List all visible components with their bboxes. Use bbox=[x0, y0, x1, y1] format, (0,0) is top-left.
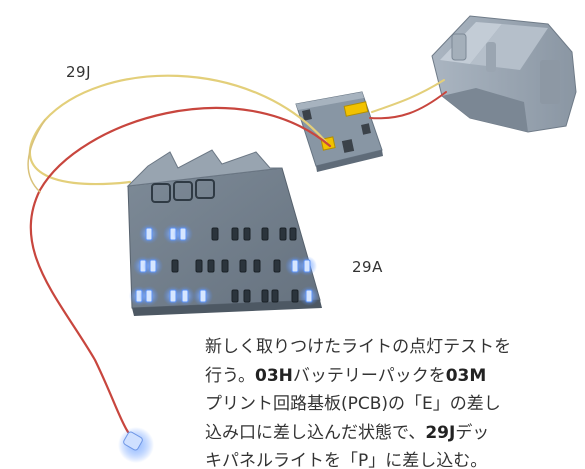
lit-led-slot bbox=[145, 227, 153, 241]
part-label-03h: 03H bbox=[254, 365, 293, 386]
test-led bbox=[118, 427, 154, 463]
lit-led-slot bbox=[145, 289, 153, 303]
lit-led-slot bbox=[199, 289, 207, 303]
led-slot bbox=[243, 289, 251, 303]
led-slot bbox=[271, 289, 279, 303]
led-slot bbox=[207, 259, 215, 273]
instruction-line-5: キパネルライトを「P」に差し込む。 bbox=[205, 451, 488, 469]
lit-led-slot bbox=[149, 259, 157, 273]
lit-led-slot bbox=[179, 227, 187, 241]
instruction-text-segment: 込み口に差し込んだ状態で、 bbox=[205, 422, 426, 443]
led-slot bbox=[291, 289, 299, 303]
battery-pack-03h bbox=[431, 15, 577, 133]
led-slot bbox=[279, 227, 287, 241]
instruction-text: 新しく取りつけたライトの点灯テストを 行う。03Hバッテリーパックを03M プリ… bbox=[205, 333, 585, 469]
instruction-line-2: 行う。03Hバッテリーパックを03M bbox=[205, 362, 585, 391]
led-slot bbox=[171, 259, 179, 273]
part-label-03m: 03M bbox=[445, 365, 487, 386]
instruction-line-1: 新しく取りつけたライトの点灯テストを bbox=[205, 337, 512, 357]
deck-panel-29a bbox=[126, 149, 322, 316]
lit-led-slot bbox=[303, 259, 311, 273]
instruction-text-segment: 行う。 bbox=[205, 365, 255, 386]
led-slot bbox=[239, 259, 247, 273]
led-slot bbox=[231, 289, 239, 303]
led-slot bbox=[211, 227, 219, 241]
lit-led-slot bbox=[305, 289, 313, 303]
led-slot bbox=[261, 289, 269, 303]
instruction-text-segment: バッテリーパックを bbox=[292, 365, 446, 386]
part-label-29j: 29J bbox=[425, 422, 456, 443]
callout-29a: 29A bbox=[352, 258, 383, 276]
led-slot bbox=[195, 259, 203, 273]
panel-led-grid bbox=[129, 224, 319, 306]
led-slot bbox=[273, 259, 281, 273]
led-slot bbox=[261, 227, 269, 241]
lit-led-slot bbox=[181, 289, 189, 303]
instruction-text-segment: デッ bbox=[455, 422, 490, 443]
instruction-line-3: プリント回路基板(PCB)の「E」の差し bbox=[205, 394, 501, 414]
led-slot bbox=[289, 227, 297, 241]
led-slot bbox=[231, 227, 239, 241]
instruction-line-4: 込み口に差し込んだ状態で、29Jデッ bbox=[205, 419, 585, 448]
led-slot bbox=[221, 259, 229, 273]
led-slot bbox=[253, 259, 261, 273]
led-slot bbox=[243, 227, 251, 241]
wire-bundle bbox=[27, 74, 447, 434]
pcb-board-03m bbox=[295, 91, 383, 172]
callout-29j: 29J bbox=[66, 63, 92, 81]
